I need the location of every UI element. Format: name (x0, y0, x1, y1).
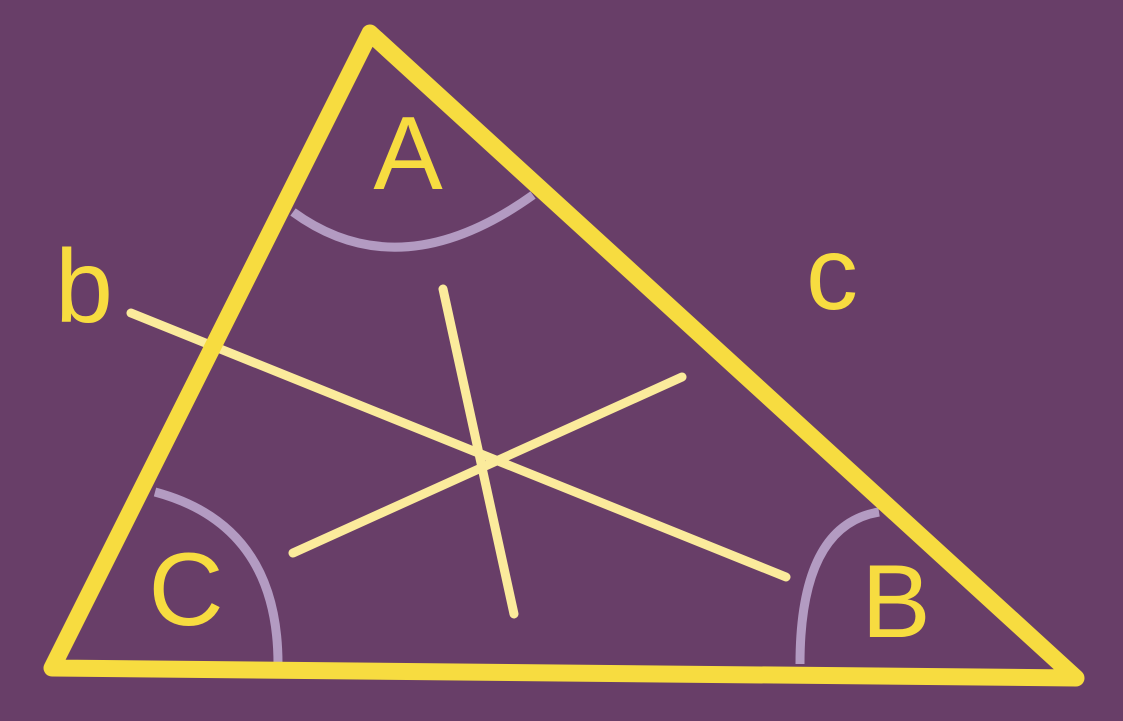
triangle-outline (43, 24, 1085, 687)
angle-arc-b (795, 507, 880, 665)
interior-line-2 (438, 284, 519, 619)
vertex-label-b: B (861, 544, 930, 660)
vertex-label-a: A (373, 96, 443, 212)
side-label-b: b (55, 229, 113, 345)
angle-arc-a (290, 191, 536, 252)
vertex-label-c: C (148, 532, 223, 648)
interior-line-3 (288, 372, 687, 558)
angle-arc-c (153, 487, 283, 665)
side-label-c: c (806, 216, 858, 332)
interior-line-1 (126, 308, 791, 582)
